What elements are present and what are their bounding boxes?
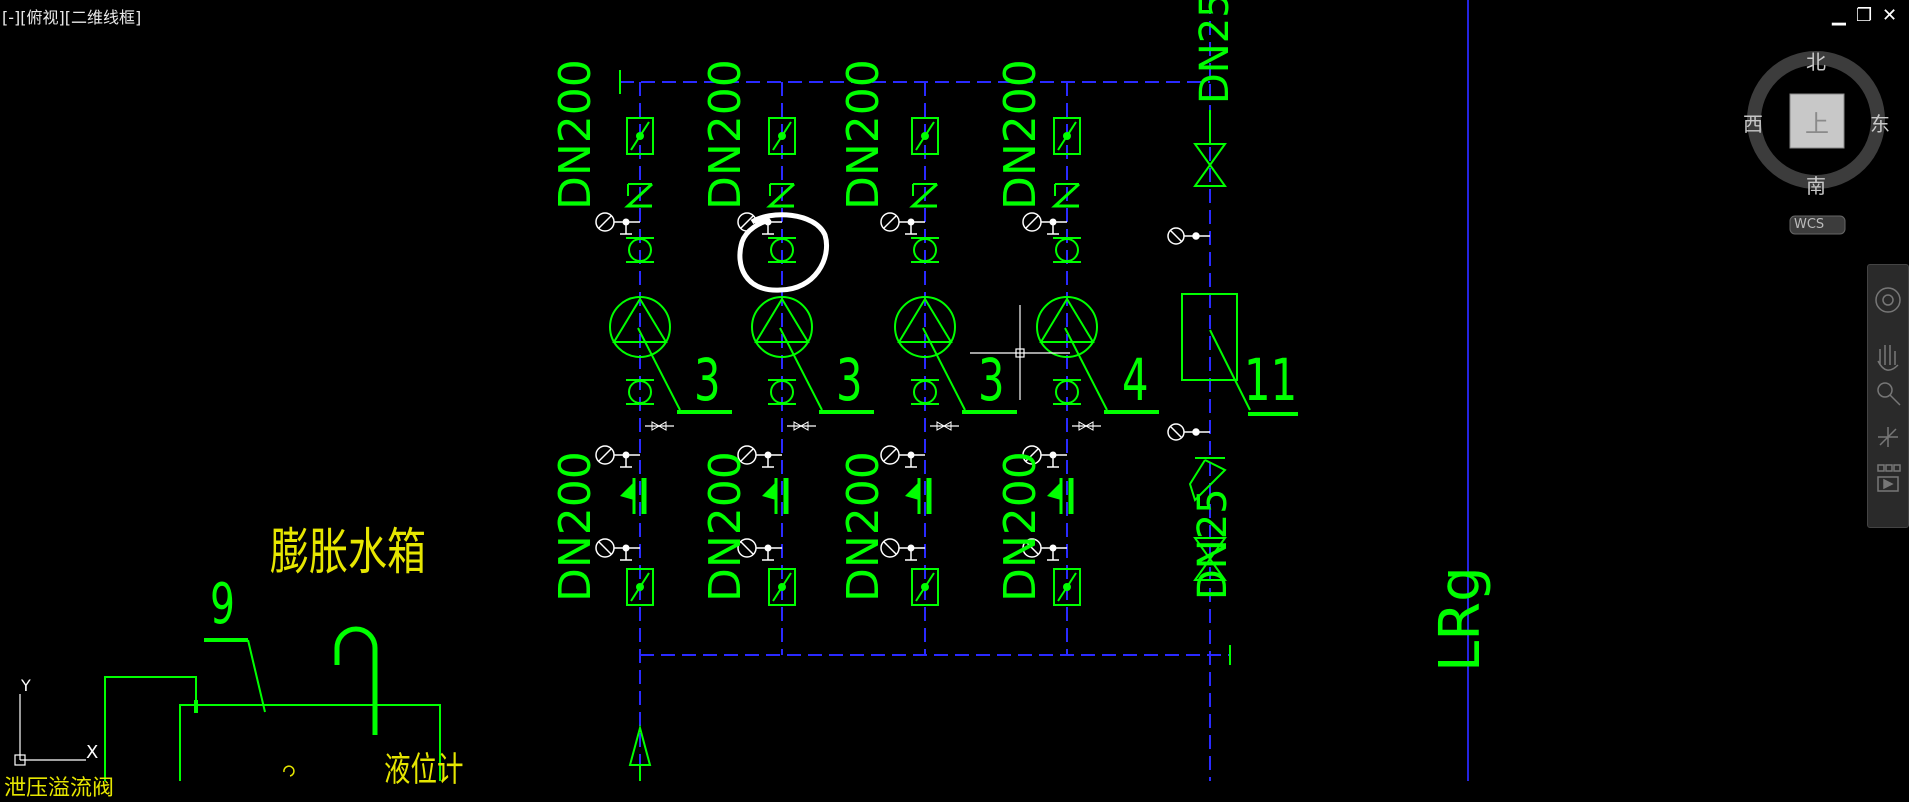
viewcube-north[interactable]: 北 (1806, 50, 1826, 74)
viewcube-west[interactable]: 西 (1743, 112, 1763, 136)
pan-icon (1877, 345, 1899, 371)
check-valve-arrow (620, 482, 634, 500)
pump-triangle (1039, 297, 1095, 343)
valve-dot (921, 132, 929, 140)
valve-dot (778, 132, 786, 140)
markup-circle[interactable] (737, 212, 829, 293)
expansion-tank-number: 9 (210, 572, 235, 637)
check-valve-arrow (1047, 482, 1061, 500)
gauge-icon (1167, 227, 1210, 441)
tank-number: 11 (1244, 346, 1298, 414)
pipe-label-dn200-bottom: DN200 (550, 451, 601, 602)
pump-triangle (754, 297, 810, 343)
pump-number: 4 (1122, 346, 1149, 414)
check-valve-box (768, 117, 796, 155)
pipe-label-dn200-top: DN200 (838, 59, 889, 210)
viewcube-east[interactable]: 东 (1870, 112, 1890, 136)
pump-circle (751, 296, 813, 358)
dashed-frame (620, 0, 1230, 781)
relief-valve-label: 泄压溢流阀 (4, 776, 115, 801)
pipe-label-dn200-bottom: DN200 (838, 451, 889, 602)
check-valve-box (911, 568, 939, 606)
pump-triangle (897, 297, 953, 343)
wcs-label[interactable]: WCS (1794, 217, 1825, 232)
valve-dot (921, 583, 929, 591)
check-valve-box (911, 117, 939, 155)
check-valve-arrow (905, 482, 919, 500)
valve-dot (778, 583, 786, 591)
pipe-label-dn200-bottom: DN200 (700, 451, 751, 602)
check-valve-box (1053, 117, 1081, 155)
showmotion-icon (1877, 476, 1899, 492)
pipe-label-dn200-top: DN200 (700, 59, 751, 210)
pipe-label-dn25-top: DN25 (1192, 0, 1238, 104)
ucs-x-label: X (86, 742, 99, 763)
pump-circle (609, 296, 671, 358)
pipe-label-dn200-top: DN200 (995, 59, 1046, 210)
pump-number: 3 (978, 346, 1005, 414)
expansion-tank-label: 膨胀水箱 (270, 523, 426, 581)
zoom-icon (1877, 382, 1893, 398)
check-valve-box (626, 568, 654, 606)
close-button[interactable]: ✕ (1882, 5, 1898, 26)
viewcube-top-face[interactable] (1789, 93, 1845, 149)
check-valve-arrow (762, 482, 776, 500)
pump-circle (894, 296, 956, 358)
bypass-branch (1181, 110, 1298, 581)
ucs-icon (14, 694, 86, 766)
steering-wheel-icon (1875, 287, 1901, 313)
orbit-icon (1878, 427, 1898, 447)
flow-arrow (628, 724, 652, 781)
pump-triangle (612, 297, 668, 343)
valve-dot (636, 132, 644, 140)
pipe-id-label: LRg (1428, 566, 1493, 672)
check-valve-box (626, 117, 654, 155)
restore-button[interactable]: ❐ (1856, 5, 1873, 26)
crosshair-cursor (970, 305, 1070, 400)
viewport-label[interactable]: [-][俯视][二维线框] (2, 8, 142, 27)
wcs-dropdown[interactable] (1789, 215, 1846, 235)
navigation-bar-icons (1875, 287, 1901, 492)
cad-canvas[interactable] (0, 0, 1909, 781)
minimize-button[interactable]: ▁ (1832, 5, 1846, 26)
pipe-label-dn200-bottom: DN200 (995, 451, 1046, 602)
valve-dot (1063, 583, 1071, 591)
navigation-bar[interactable] (1867, 264, 1909, 528)
viewcube-top-label[interactable]: 上 (1805, 110, 1829, 138)
valve-dot (636, 583, 644, 591)
pump-columns (595, 117, 1159, 606)
pump-circle (1036, 296, 1098, 358)
pump-number: 3 (836, 346, 863, 414)
viewcube-south[interactable]: 南 (1806, 174, 1826, 198)
ucs-y-label: Y (21, 676, 31, 695)
pump-number: 3 (694, 346, 721, 414)
expansion-tank (104, 626, 441, 781)
check-valve-box (1053, 568, 1081, 606)
valve-dot (1063, 132, 1071, 140)
viewcube[interactable] (1747, 51, 1885, 235)
pipe-label-dn25-bottom: DN25 (1190, 488, 1236, 600)
level-gauge-label: 液位计 (384, 750, 464, 790)
check-valve-box (768, 568, 796, 606)
pipe-label-dn200-top: DN200 (550, 59, 601, 210)
